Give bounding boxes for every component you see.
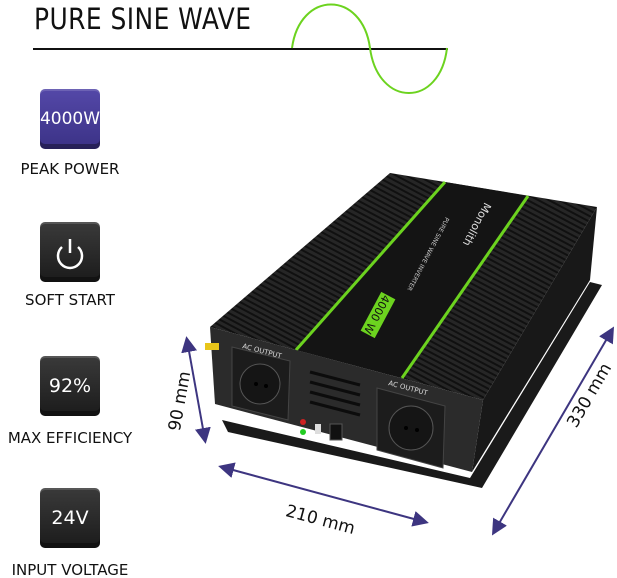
power-switch[interactable] (329, 423, 343, 441)
peak-power-label: PEAK POWER (20, 160, 120, 178)
fault-led (300, 419, 306, 425)
sine-wave-icon (291, 3, 448, 94)
input-voltage-label: INPUT VOLTAGE (11, 561, 129, 578)
green-line-right (400, 195, 530, 379)
page-title: PURE SINE WAVE (34, 2, 252, 36)
green-line-left (294, 181, 447, 351)
input-voltage-badge: 24V (40, 488, 100, 548)
peak-power-badge: 4000W (40, 89, 100, 149)
efficiency-label: MAX EFFICIENCY (7, 429, 133, 447)
power-led (300, 429, 306, 435)
socket-right[interactable] (376, 387, 446, 469)
height-arrow (181, 336, 211, 444)
length-arrow (491, 326, 615, 536)
length-label: 330 mm (563, 360, 616, 431)
efficiency-badge: 92% (40, 356, 100, 416)
socket-left[interactable] (231, 346, 291, 421)
warning-label (205, 343, 219, 350)
front-vents (309, 370, 361, 417)
width-label: 210 mm (283, 501, 357, 539)
height-label: 90 mm (165, 370, 195, 433)
green-stripe-panel (296, 182, 528, 378)
width-arrow (218, 462, 429, 527)
power-badge (360, 291, 396, 339)
soft-start-badge (40, 222, 100, 282)
power-icon (56, 239, 84, 270)
soft-start-label: SOFT START (25, 291, 115, 309)
usb-port[interactable] (315, 424, 321, 434)
